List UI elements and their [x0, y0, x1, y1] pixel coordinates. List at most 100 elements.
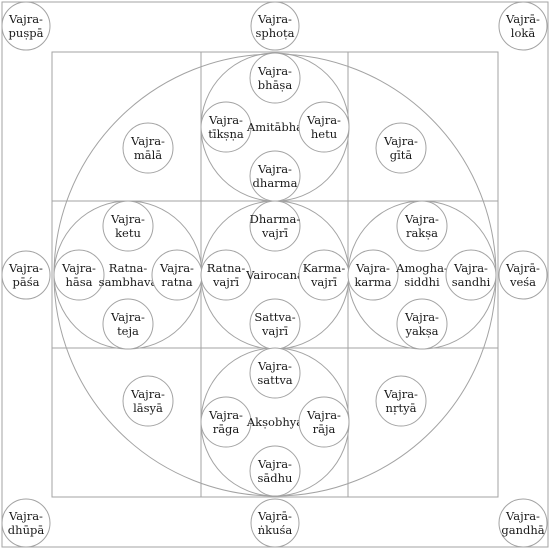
deity-dharma-vajri: Dharma-vajrī — [249, 200, 301, 252]
deity-label: Dharma-vajrī — [250, 212, 301, 240]
deity-label-line: Vajra- — [110, 310, 145, 324]
deity-vajra-yaksa: Vajra-yakṣa — [396, 298, 448, 350]
deity-label-line: Vajra- — [208, 113, 243, 127]
deity-vajra-puspa: Vajra-puṣpā — [1, 1, 51, 51]
deity-label-line: veśa — [509, 275, 536, 289]
deity-label-line: Vajra- — [130, 134, 165, 148]
deity-label-line: Vajra- — [61, 261, 96, 275]
deity-amoghasiddhi: Amogha-siddhi — [395, 261, 448, 289]
deity-label-line: lokā — [511, 26, 536, 40]
deity-label: Vajrā-ṅkuśa — [257, 509, 292, 537]
deity-label-line: gītā — [390, 148, 413, 162]
deity-label: Vajra-teja — [110, 310, 145, 338]
deity-label: Vajra-ketu — [110, 212, 145, 240]
deity-label-line: dharma — [253, 176, 298, 190]
deity-vajra-pasa: Vajra-pāśa — [1, 250, 51, 300]
deity-label-line: Karma- — [303, 261, 346, 275]
deity-label: Sattva-vajrī — [254, 310, 295, 338]
deity-vajra-tiksna: Vajra-tīkṣṇa — [200, 101, 252, 153]
deity-label-line: sattva — [257, 373, 292, 387]
deity-label-line: teja — [117, 324, 139, 338]
deity-label-line: rāga — [213, 422, 240, 436]
deity-label: Vajrā-veśa — [505, 261, 540, 289]
deity-vajra-loka: Vajrā-lokā — [498, 1, 548, 51]
deity-vajra-vesa: Vajrā-veśa — [498, 250, 548, 300]
deity-label-line: Vajra- — [306, 408, 341, 422]
deity-label-line: sphoṭa — [255, 26, 294, 40]
deity-label-line: gandhā — [501, 523, 544, 537]
deity-label-line: mālā — [134, 148, 162, 162]
deity-label-line: Vajrā- — [505, 12, 540, 26]
deity-label-line: Vajra- — [505, 509, 540, 523]
deity-label: Vajra-puṣpā — [8, 12, 44, 40]
deity-label-line: hetu — [311, 127, 337, 141]
deity-label-line: Akṣobhya — [246, 415, 303, 429]
deity-label: Ratna-vajrī — [207, 261, 246, 289]
deity-label-line: nṛtyā — [386, 401, 417, 415]
deity-label-line: Vajra- — [257, 12, 292, 26]
deity-label-line: lāsyā — [133, 401, 163, 415]
deity-vajra-gita: Vajra-gītā — [375, 122, 427, 174]
deity-label: Vajra-nṛtyā — [383, 387, 418, 415]
deity-label-line: Vajra- — [8, 509, 43, 523]
deity-label-line: Vajrā- — [257, 509, 292, 523]
deity-vajra-hasa: Vajra-hāsa — [53, 249, 105, 301]
deity-label: Vajra-pāśa — [8, 261, 43, 289]
deity-label-line: Vajra- — [208, 408, 243, 422]
deity-label: Vajra-yakṣa — [404, 310, 439, 338]
deity-sattva-vajri: Sattva-vajrī — [249, 298, 301, 350]
deity-label-line: vajrī — [310, 275, 337, 289]
deity-label: Vajra-gītā — [383, 134, 418, 162]
deity-label-line: Dharma- — [250, 212, 301, 226]
deity-label: Vajra-karma — [354, 261, 391, 289]
deity-label: Vajra-sphoṭa — [255, 12, 294, 40]
deity-label-line: Vajra- — [110, 212, 145, 226]
deity-ratna-vajri: Ratna-vajrī — [200, 249, 252, 301]
deity-label-line: Vairocana — [245, 268, 304, 282]
deity-label-line: Sattva- — [254, 310, 295, 324]
deity-label-line: puṣpā — [9, 26, 44, 40]
deity-ratnasambhava: Ratna-sambhava — [99, 261, 158, 289]
deity-label-line: Vajra- — [355, 261, 390, 275]
deity-label: Vajra-mālā — [130, 134, 165, 162]
deity-label-line: tīkṣṇa — [208, 127, 244, 141]
deity-label-line: Vajra- — [257, 162, 292, 176]
deity-label-line: Amitābha — [246, 120, 303, 134]
deity-label-line: vajrī — [261, 226, 288, 240]
deity-label-line: bhāṣa — [258, 78, 293, 92]
deity-vajra-ratna: Vajra-ratna — [151, 249, 203, 301]
deity-amitabha: Amitābha — [246, 120, 303, 134]
deity-vajra-mala: Vajra-mālā — [122, 122, 174, 174]
deity-vajra-gandha: Vajra-gandhā — [498, 498, 548, 548]
deity-vairocana: Vairocana — [245, 268, 304, 282]
deity-vajra-raja: Vajra-rāja — [298, 396, 350, 448]
deity-vajra-karma: Vajra-karma — [347, 249, 399, 301]
deity-label: Vajra-ratna — [159, 261, 194, 289]
deity-label-line: Vajra- — [257, 359, 292, 373]
deity-label: Vajra-sādhu — [257, 457, 292, 485]
deity-label-line: Vajra- — [159, 261, 194, 275]
deity-vajra-ankusa: Vajrā-ṅkuśa — [250, 498, 300, 548]
deity-aksobhya: Akṣobhya — [246, 415, 303, 429]
deity-label-line: rāja — [313, 422, 336, 436]
deity-vajra-nrtya: Vajra-nṛtyā — [375, 375, 427, 427]
deity-label: Vajrā-lokā — [505, 12, 540, 40]
deity-label: Vajra-hāsa — [61, 261, 96, 289]
deity-label: Ratna-sambhava — [99, 261, 158, 289]
deity-label-line: siddhi — [404, 275, 440, 289]
deity-vajra-raksa: Vajra-rakṣa — [396, 200, 448, 252]
deity-label-line: vajrī — [212, 275, 239, 289]
deity-label-line: Vajrā- — [505, 261, 540, 275]
deity-label: Vajra-dharma — [253, 162, 298, 190]
deity-vajra-dharma: Vajra-dharma — [249, 150, 301, 202]
deity-label: Vajra-lāsyā — [130, 387, 165, 415]
deity-vajra-teja: Vajra-teja — [102, 298, 154, 350]
deity-label-line: ketu — [115, 226, 141, 240]
deity-label-line: sādhu — [258, 471, 293, 485]
deity-vajra-lasya: Vajra-lāsyā — [122, 375, 174, 427]
deity-label: Vajra-tīkṣṇa — [208, 113, 244, 141]
deity-label: Vajra-dhūpā — [8, 509, 45, 537]
deity-label: Amitābha — [246, 120, 303, 134]
deity-label-line: Vajra- — [8, 261, 43, 275]
